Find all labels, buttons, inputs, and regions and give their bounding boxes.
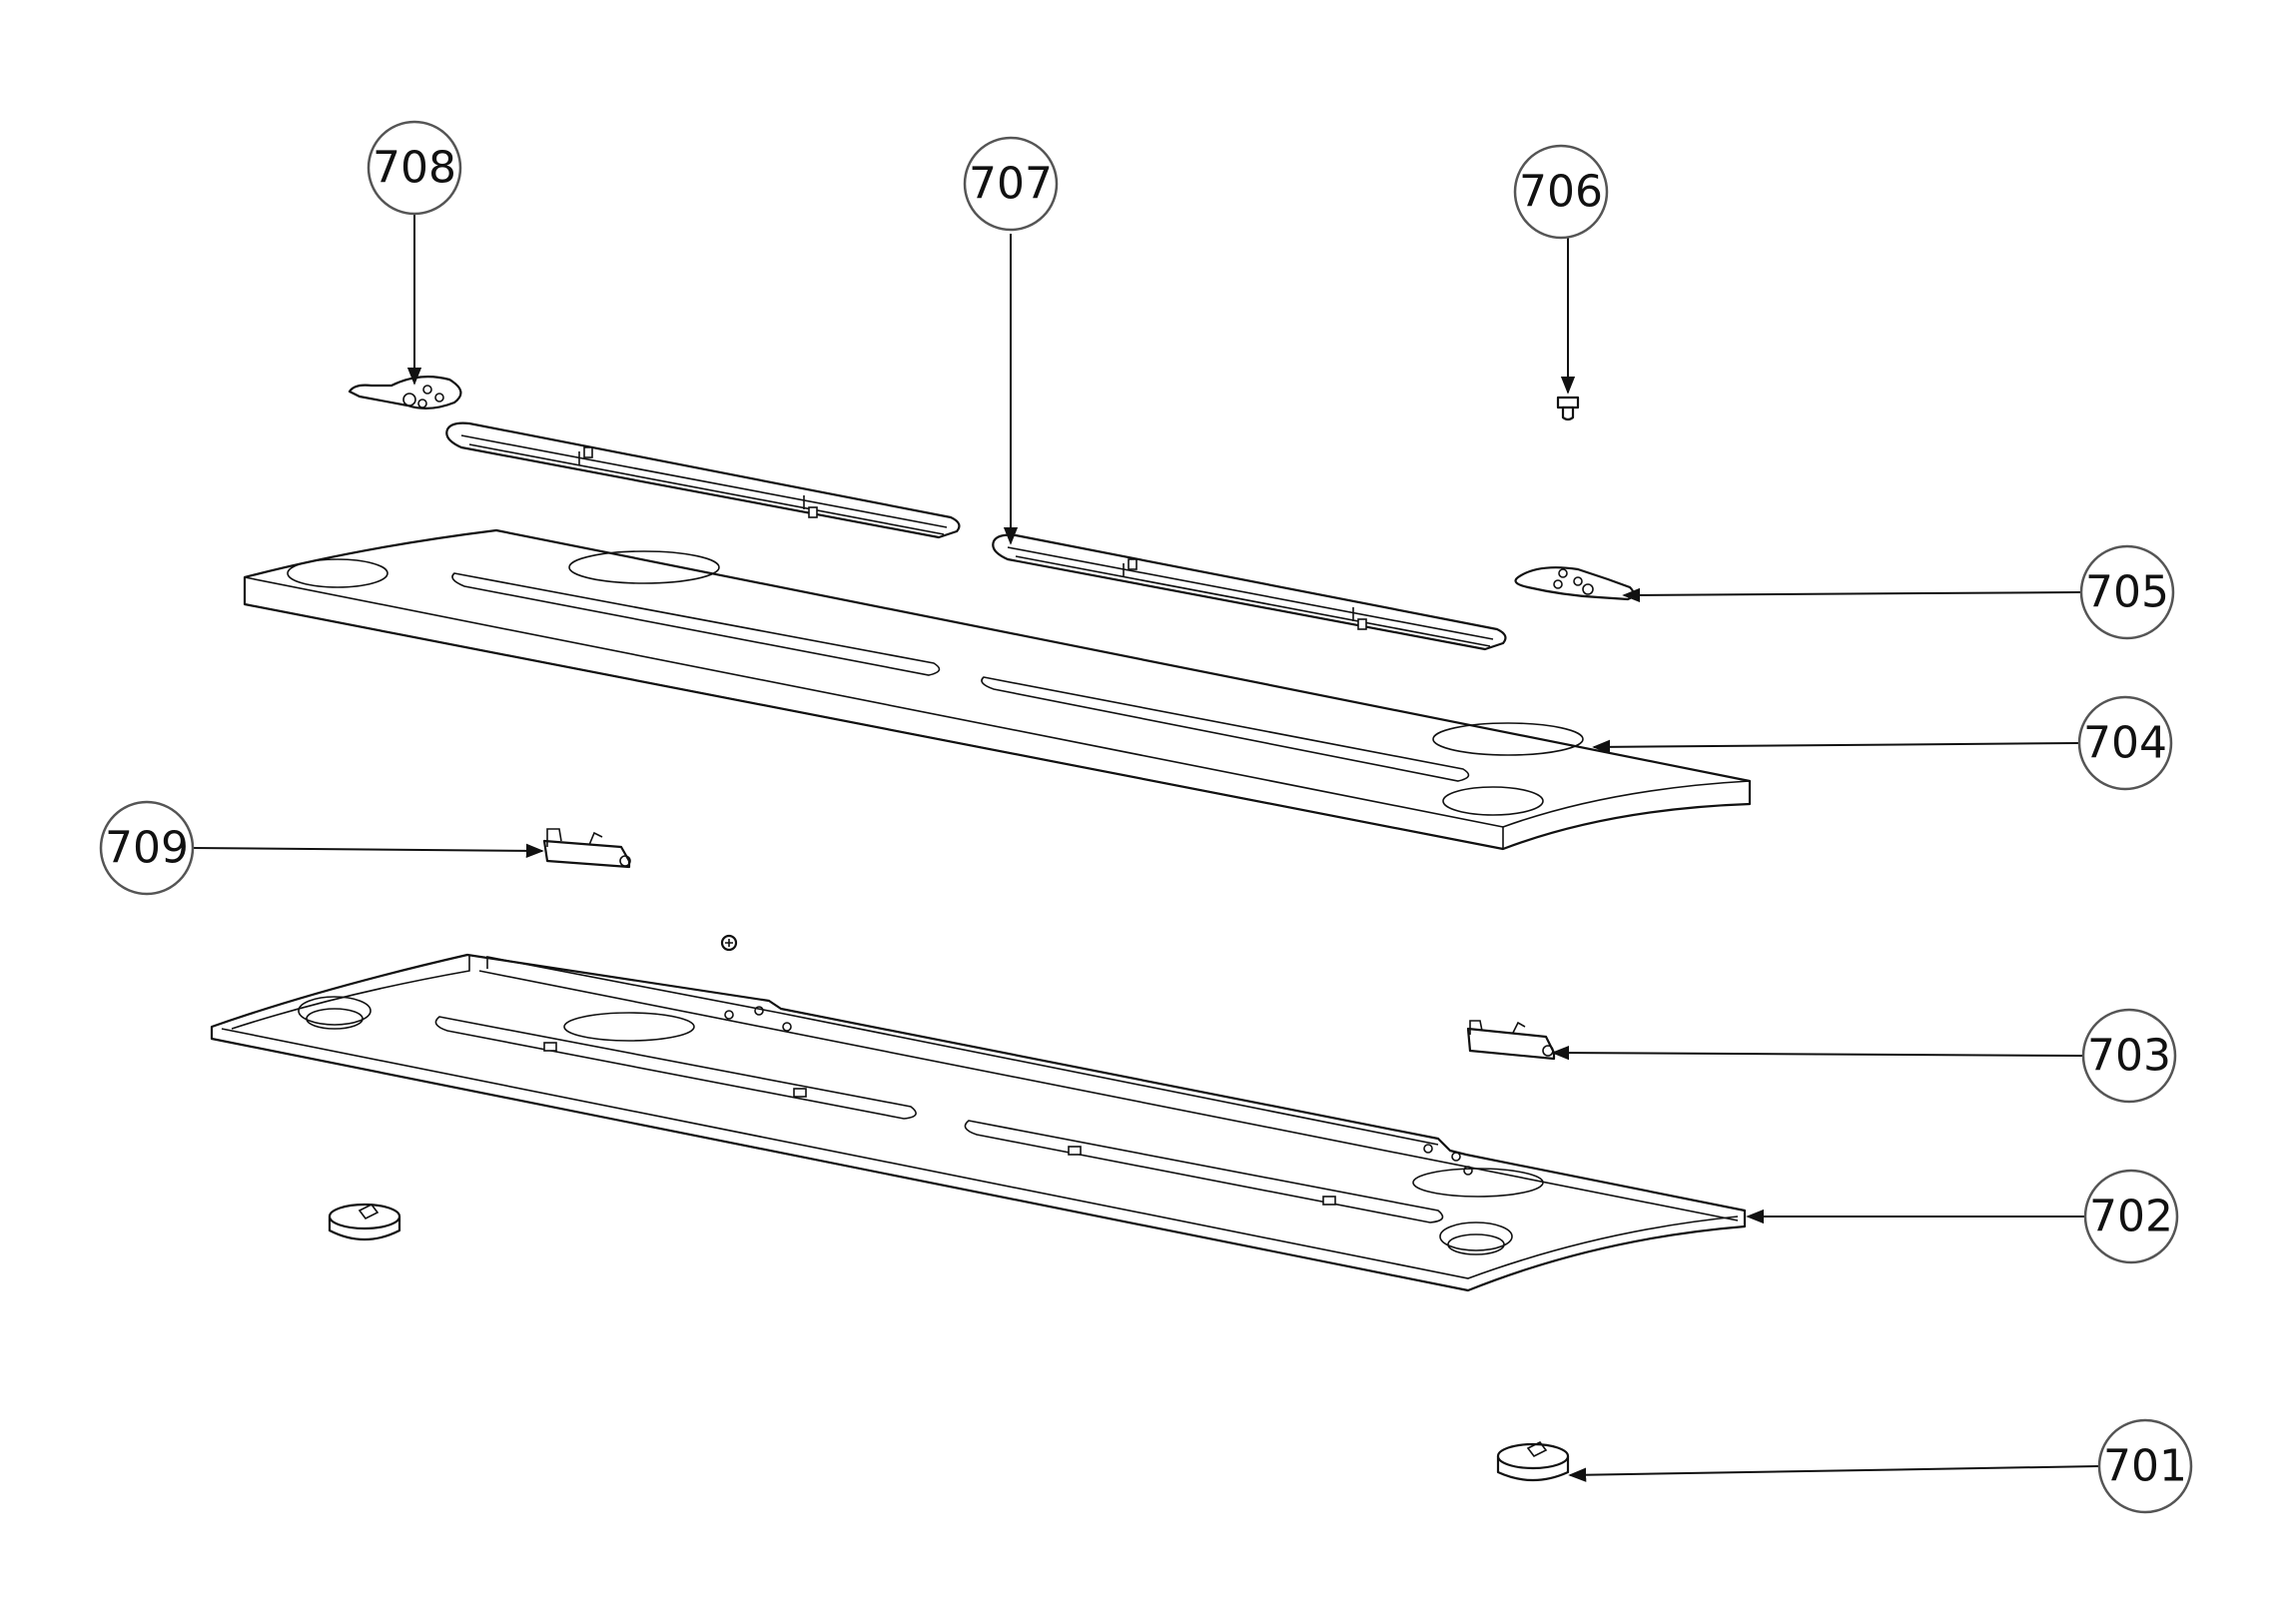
part-705-bracket-plate [1514,566,1635,601]
part-706-screw [1556,396,1580,421]
part-707-vent-strip-right [992,533,1507,651]
callout-707: 707 [963,136,1059,232]
leader-lines [192,215,2100,1482]
callout-706: 706 [1513,144,1609,240]
part-709-hinge [542,828,631,869]
part-702-base-tray [210,953,1747,1292]
part-704-top-plate [243,528,1752,851]
callout-702-label: 702 [2089,1192,2173,1242]
callout-709: 709 [99,800,195,896]
part-701-foot-left [328,1203,401,1240]
callout-703-label: 703 [2087,1031,2171,1082]
callout-704: 704 [2077,695,2173,791]
leader-709 [192,843,544,859]
callout-701-label: 701 [2103,1441,2187,1492]
callout-706-label: 706 [1519,167,1603,218]
part-708-bracket-plate [348,375,462,409]
callout-708: 708 [367,120,462,216]
callout-707-label: 707 [969,159,1053,210]
leader-703 [1551,1045,2084,1061]
leader-701 [1568,1465,2100,1482]
callout-705-label: 705 [2085,567,2169,618]
part-707-vent-strip-left [445,421,961,539]
part-701-foot-right [1496,1440,1570,1482]
part-703-hinge [1466,1020,1556,1061]
callout-702: 702 [2083,1169,2179,1264]
callout-703: 703 [2081,1008,2177,1104]
callout-701: 701 [2097,1418,2193,1514]
leader-705 [1622,587,2082,603]
leader-704 [1592,739,2080,755]
callout-708-label: 708 [373,143,456,194]
small-screw [720,934,738,952]
callout-709-label: 709 [105,823,189,874]
callout-704-label: 704 [2083,718,2167,769]
callout-705: 705 [2079,544,2175,640]
